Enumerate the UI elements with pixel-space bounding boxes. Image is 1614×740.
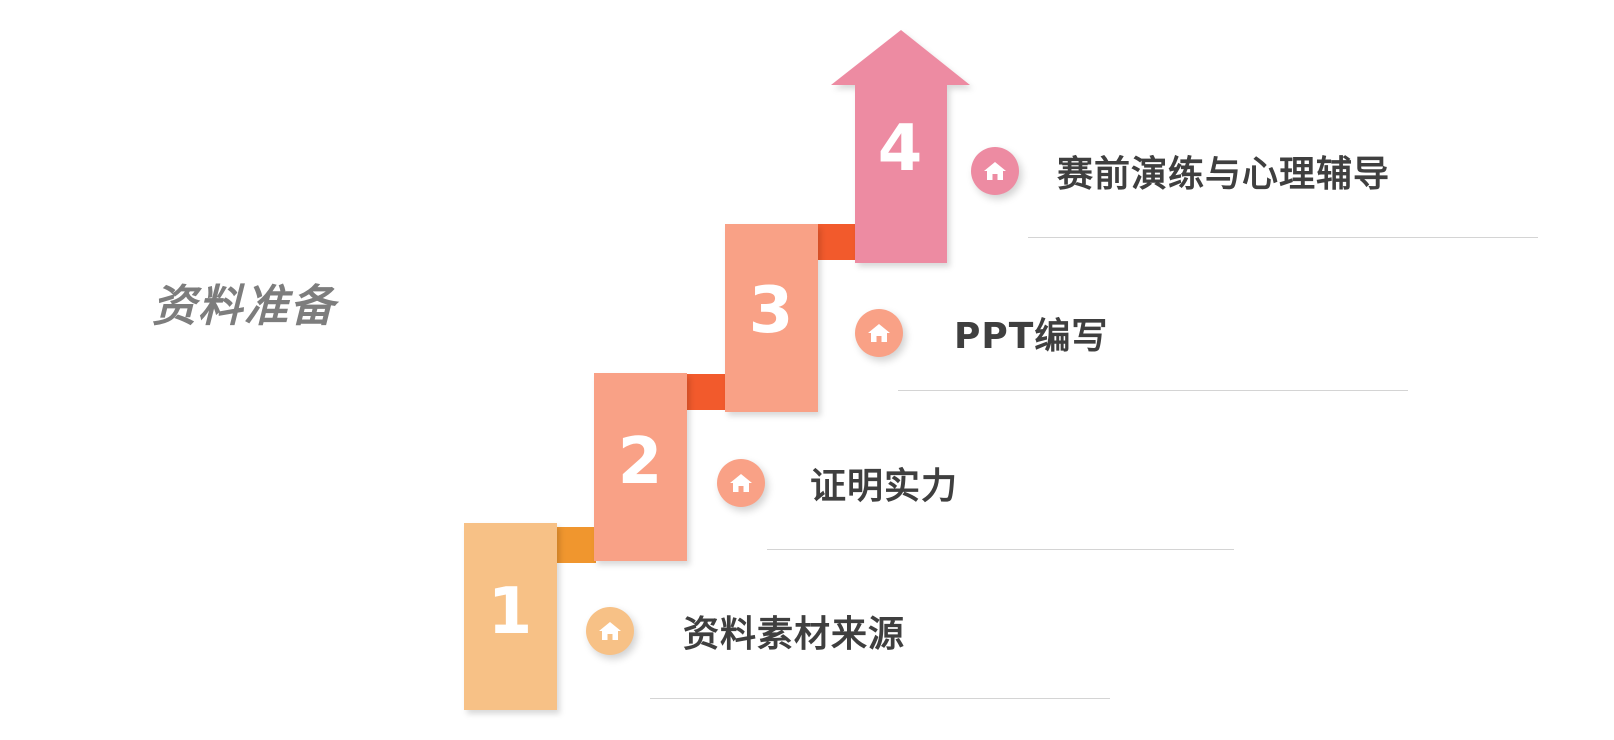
step-3-number: 3	[749, 274, 794, 348]
step-1-label: 资料素材来源	[683, 614, 906, 655]
home-icon	[730, 474, 752, 492]
step-4-number: 4	[878, 112, 923, 186]
step-3-label: PPT编写	[954, 316, 1109, 357]
connector-1-2	[556, 527, 596, 563]
step-1-badge	[586, 607, 634, 655]
step-2-number: 2	[618, 425, 663, 499]
home-icon	[599, 622, 621, 640]
step-4-badge	[971, 147, 1019, 195]
list-item-1: 资料素材来源	[586, 605, 905, 657]
step-2-badge	[717, 459, 765, 507]
home-icon	[984, 162, 1006, 180]
step-1-number: 1	[488, 575, 533, 649]
list-item-2: 证明实力	[717, 457, 958, 509]
home-icon	[868, 324, 890, 342]
list-item-3: PPT编写	[855, 307, 1108, 359]
connector-2-3	[687, 374, 727, 410]
step-4-label: 赛前演练与心理辅导	[1057, 154, 1391, 195]
page-title: 资料准备	[152, 281, 336, 332]
divider-1	[650, 698, 1110, 699]
step-4-arrow	[831, 30, 970, 263]
divider-3	[898, 390, 1408, 391]
step-1-block	[464, 523, 557, 710]
divider-4	[1028, 237, 1538, 238]
connector-3-4	[817, 224, 857, 260]
step-2-label: 证明实力	[810, 466, 959, 507]
step-3-block	[725, 224, 818, 412]
list-item-4: 赛前演练与心理辅导	[971, 145, 1390, 197]
step-2-block	[594, 373, 687, 561]
divider-2	[767, 549, 1234, 550]
step-3-badge	[855, 309, 903, 357]
